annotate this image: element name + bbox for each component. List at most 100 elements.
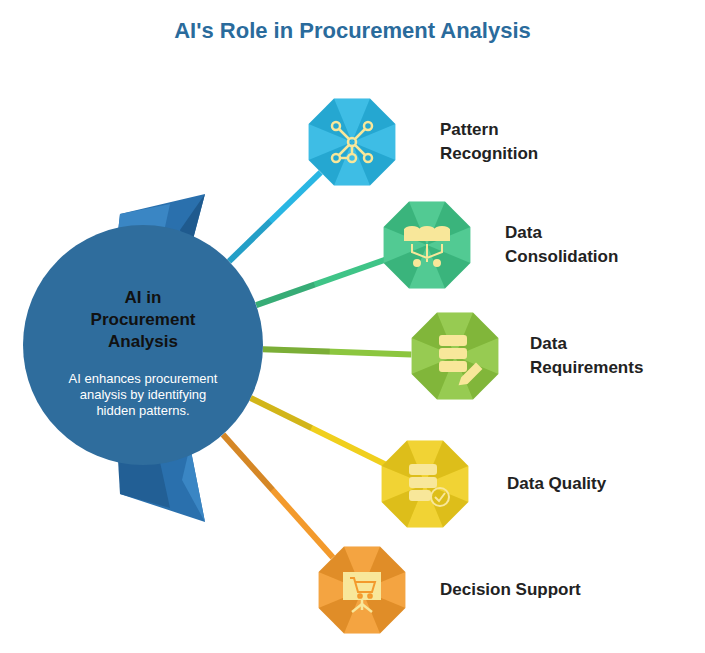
database-merge-icon (405, 227, 449, 266)
octagon-fill (382, 441, 469, 528)
octagon-node: Data Requirements (408, 309, 502, 403)
database-merge-icon-part (414, 260, 420, 266)
server-check-icon-part (410, 478, 436, 487)
octagon-fill (319, 547, 406, 634)
octagon-node: Pattern Recognition (305, 95, 399, 189)
server-pencil-icon-part (440, 336, 466, 345)
octagon-facet (455, 356, 498, 399)
octagon-facet (384, 227, 427, 263)
octagon-facet (319, 590, 362, 633)
network-icon-part (364, 154, 372, 162)
database-merge-icon-part (435, 230, 449, 240)
label-text: Data Requirements (530, 332, 670, 380)
server-pencil-icon-part (440, 349, 466, 358)
octagon-facet (382, 484, 425, 527)
octagon-facet (362, 572, 405, 608)
octagon-shape (380, 198, 474, 292)
connector-shade (256, 285, 314, 306)
octagon-facet (437, 313, 473, 356)
folded-ribbon (118, 194, 205, 522)
diagram-title: AI's Role in Procurement Analysis (0, 18, 705, 44)
octagon-facet (352, 124, 395, 160)
octagon-facet (309, 99, 352, 142)
label-text: Data Quality (507, 472, 677, 496)
network-icon (332, 122, 372, 162)
network-icon-part (332, 154, 340, 162)
octagon-facet (407, 484, 443, 527)
network-icon-part (348, 154, 356, 162)
node-label: Data Quality (507, 472, 677, 496)
octagon-facet (407, 441, 443, 484)
octagon-shape (305, 95, 399, 189)
octagon-fill (384, 202, 471, 289)
octagon-facet (427, 245, 470, 288)
server-check-icon-part (410, 465, 436, 474)
server-pencil-icon (440, 336, 481, 384)
octagon-facet (334, 142, 370, 185)
connector-shade (223, 434, 272, 489)
octagon-facet (319, 572, 362, 608)
connector-line (223, 434, 333, 557)
octagon-facet (382, 466, 425, 502)
octagon-facet (425, 484, 468, 527)
server-check-icon-part (410, 491, 430, 500)
octagon-facet (334, 99, 370, 142)
octagon-facet (384, 245, 427, 288)
cart-easel-icon-part (358, 594, 361, 597)
octagon-facet (409, 245, 445, 288)
label-text: Pattern Recognition (440, 118, 560, 166)
folded-ribbon-part (182, 446, 205, 522)
folded-ribbon-part (118, 460, 170, 508)
octagon-facet (362, 590, 405, 633)
octagon-node: Decision Support (315, 543, 409, 637)
octagon-facet (425, 441, 468, 484)
octagon-node: Data Quality (378, 437, 472, 531)
node-label: Pattern Recognition (440, 118, 560, 166)
network-icon-part (348, 138, 356, 146)
octagon-facet (352, 142, 395, 185)
octagon-facet (425, 466, 468, 502)
octagon-facet (427, 227, 470, 263)
server-check-icon-part (431, 488, 449, 506)
cart-easel-icon-part (361, 600, 364, 610)
network-icon-part (339, 129, 349, 139)
cart-easel-icon-part (362, 604, 372, 612)
network-icon-part (332, 122, 340, 130)
octagon-facet (437, 356, 473, 399)
connector-shade (251, 398, 312, 428)
cart-easel-icon (343, 572, 381, 612)
hub-description: AI enhances procurement analysis by iden… (63, 371, 223, 419)
node-label: Decision Support (440, 578, 640, 602)
server-check-icon (410, 465, 449, 506)
network-icon-part (351, 146, 354, 154)
octagon-shape (315, 543, 409, 637)
network-icon-part (340, 157, 348, 160)
octagon-facet (319, 547, 362, 590)
database-merge-icon-part (420, 227, 434, 233)
label-text: Decision Support (440, 578, 640, 602)
octagon-facet (344, 547, 380, 590)
connector-shade (229, 221, 270, 261)
hub-circle: AI in Procurement AnalysisAI enhances pr… (23, 225, 263, 465)
server-pencil-icon-part (440, 362, 466, 371)
octagon-facet (344, 590, 380, 633)
connector-shade (263, 349, 330, 351)
octagon-shape (378, 437, 472, 531)
database-merge-icon-part (434, 260, 440, 266)
octagon-facet (382, 441, 425, 484)
octagon-shape (408, 309, 502, 403)
octagon-facet (455, 338, 498, 374)
cart-easel-icon-part (350, 578, 375, 592)
folded-ribbon-part (118, 194, 205, 522)
octagon-facet (409, 202, 445, 245)
node-label: Data Requirements (530, 332, 670, 380)
network-icon-part (355, 129, 365, 139)
connector-line (229, 172, 321, 261)
network-icon-part (339, 145, 349, 155)
label-text: Data Consolidation (505, 221, 655, 269)
